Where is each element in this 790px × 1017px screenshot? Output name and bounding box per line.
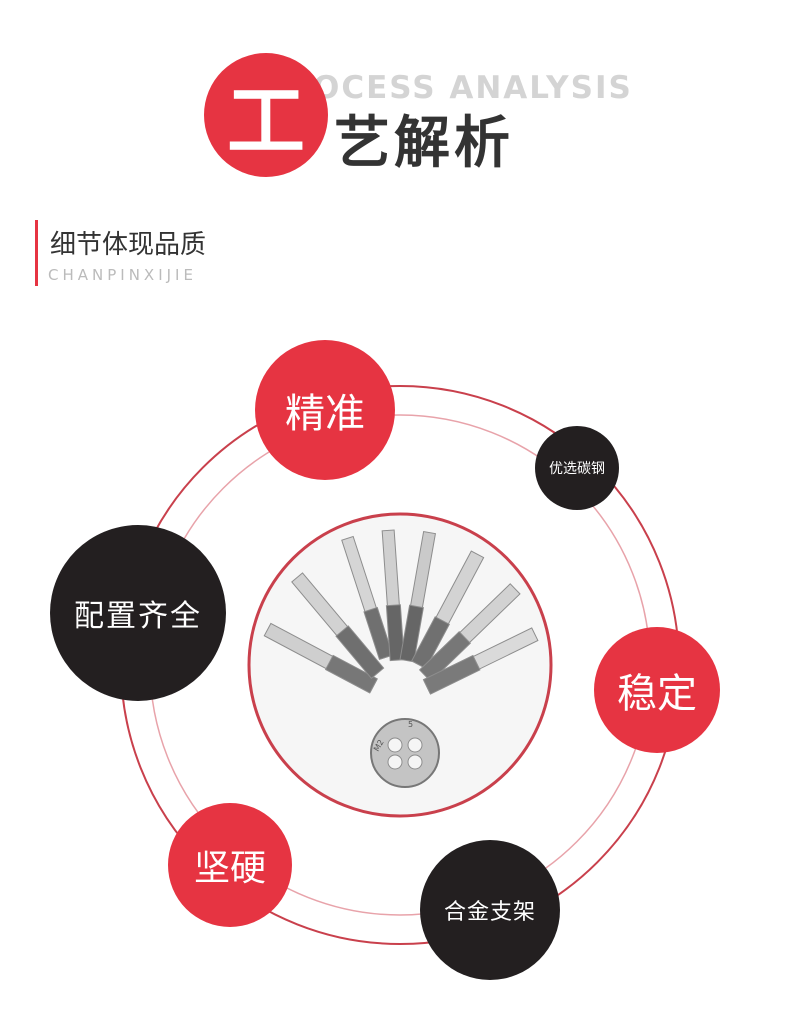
feature-complete-label: 配置齐全 (74, 599, 202, 634)
feature-stable-label: 稳定 (617, 671, 697, 717)
section-title: 细节体现品质 (50, 230, 207, 260)
die-mark-pitch: 5 (408, 720, 413, 729)
feature-complete: 配置齐全 (50, 525, 226, 701)
feature-precise: 精准 (255, 340, 395, 480)
taps-image (263, 529, 539, 788)
feature-alloy-stand-label: 合金支架 (443, 900, 536, 925)
header-badge-char: 工 (226, 77, 305, 167)
section-accent-bar (35, 220, 38, 286)
feature-carbon-steel: 优选碳钢 (535, 426, 619, 510)
feature-hard-label: 坚硬 (193, 848, 266, 889)
header-title: 艺解析 (334, 111, 514, 176)
round-die (370, 718, 440, 788)
feature-alloy-stand: 合金支架 (420, 840, 560, 980)
feature-hard: 坚硬 (168, 803, 292, 927)
header-subtitle-en: OCESS ANALYSIS (313, 70, 633, 106)
photo-frame (247, 512, 553, 818)
header-badge: 工 (204, 53, 328, 177)
section-subtitle: CHANPINXIJIE (48, 266, 197, 284)
feature-carbon-steel-label: 优选碳钢 (549, 461, 605, 477)
feature-precise-label: 精准 (285, 391, 365, 437)
feature-stable: 稳定 (594, 627, 720, 753)
